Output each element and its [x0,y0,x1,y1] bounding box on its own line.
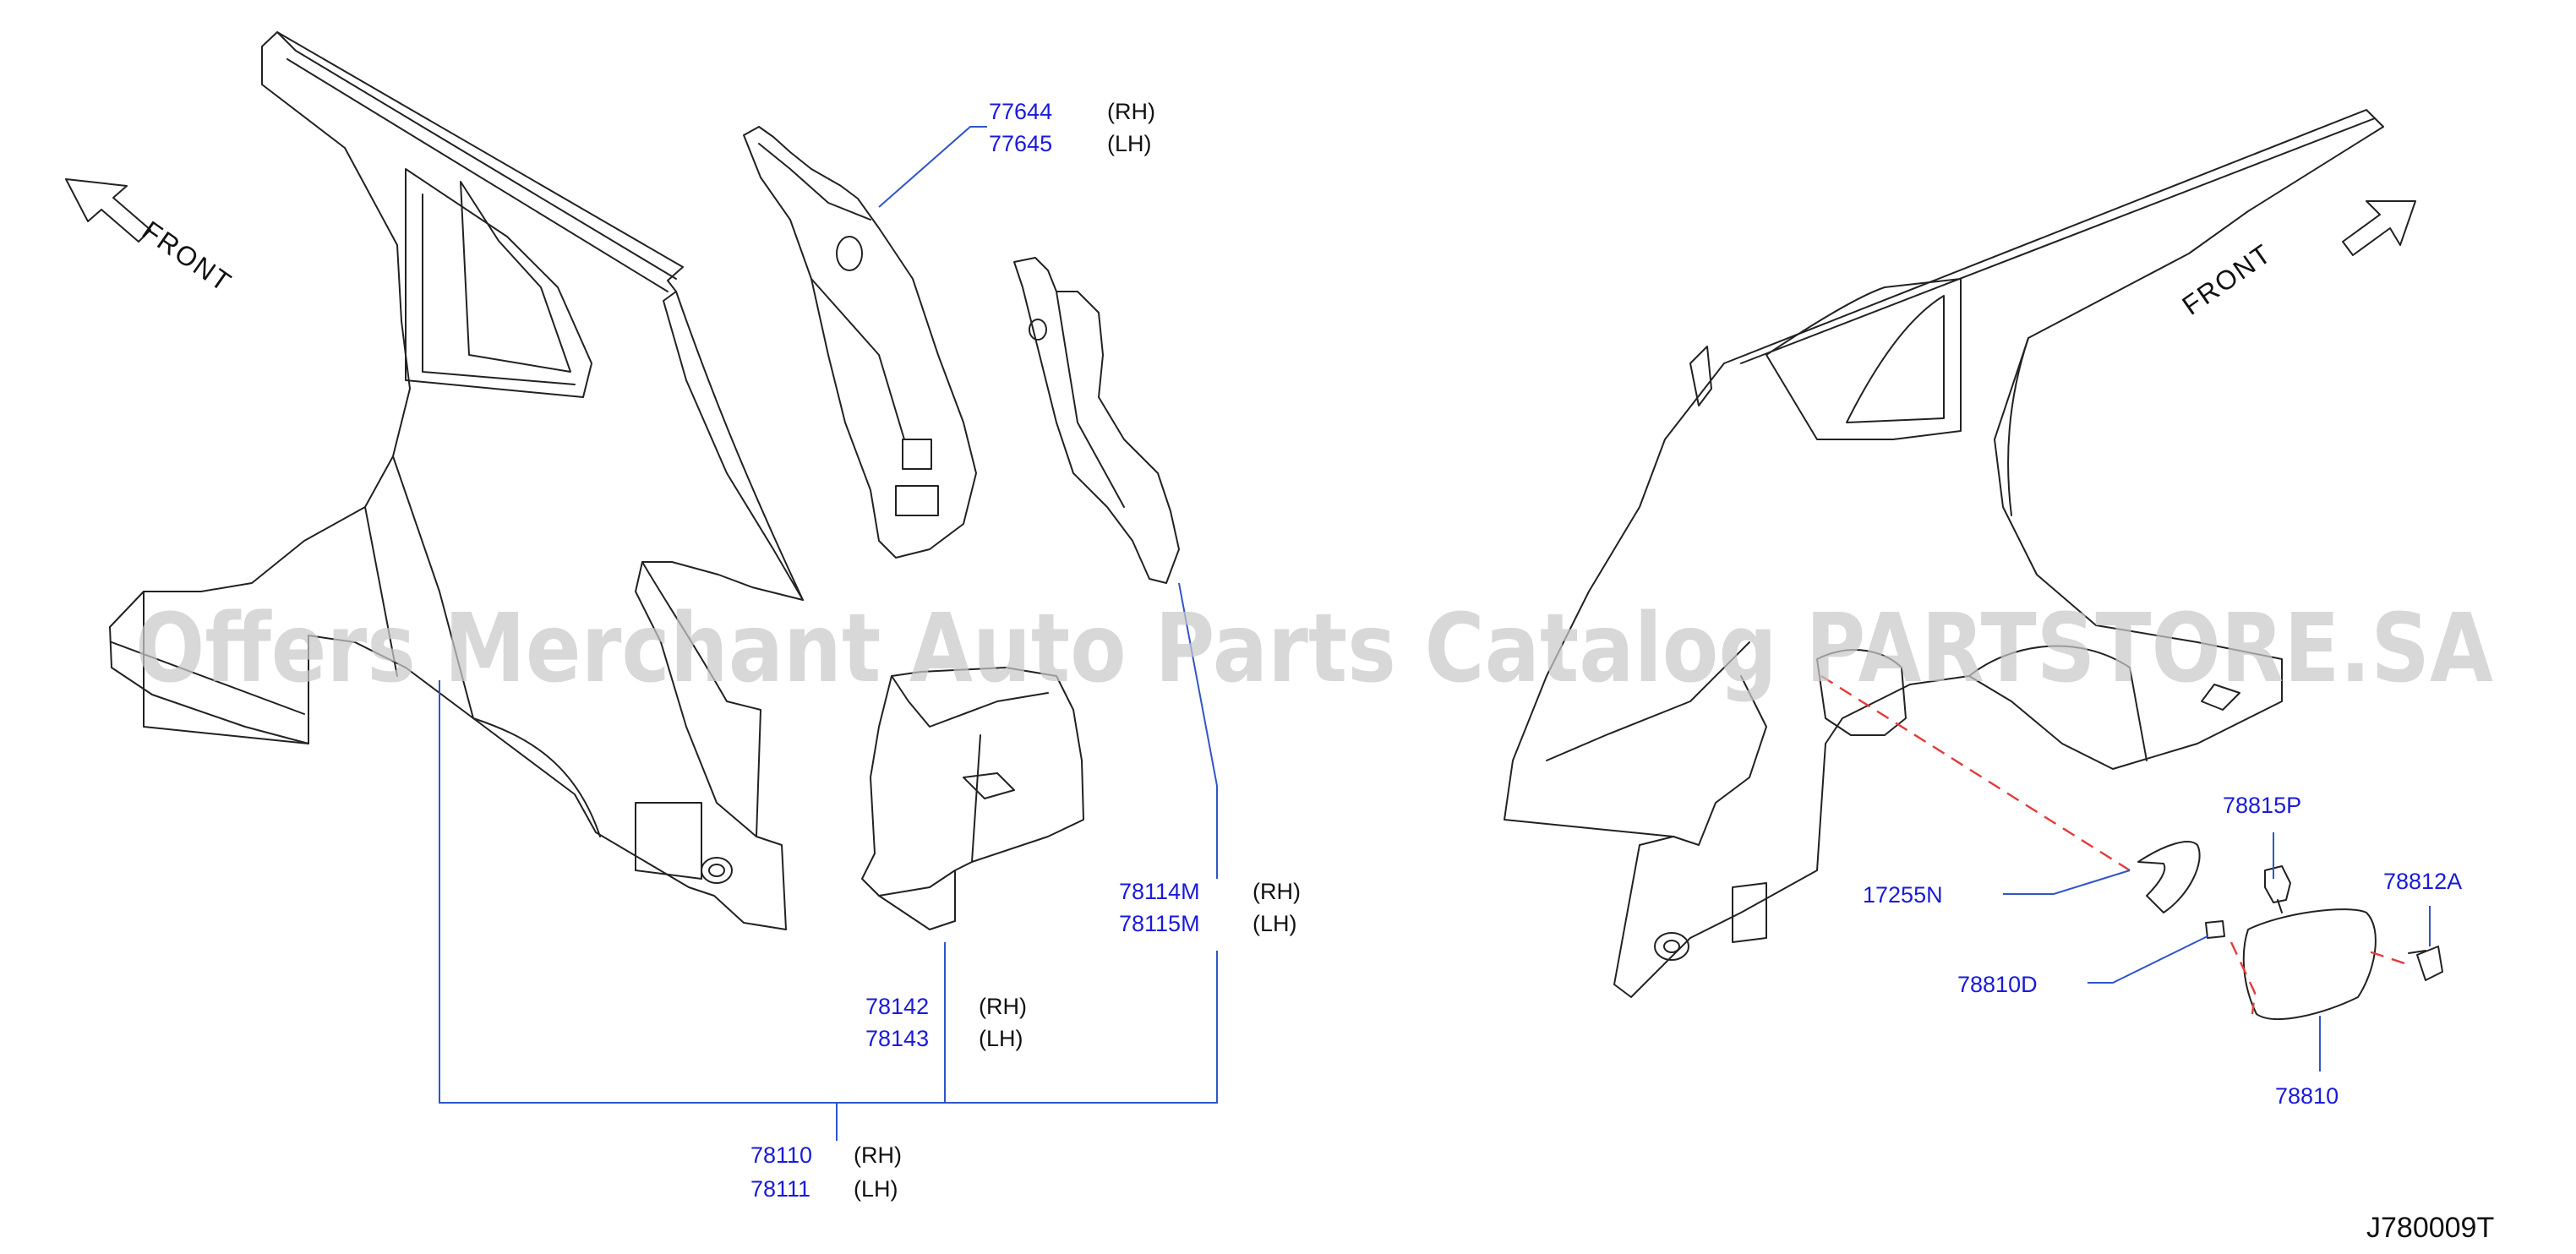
part-code-78115M[interactable]: 78115M [1119,911,1200,936]
side-label-78110: (RH) [854,1142,902,1168]
quarter-panel-right-view [1504,109,2384,998]
part-code-17255N[interactable]: 17255N [1863,882,1943,908]
leader-lines-left [439,126,1218,1141]
side-label-78143: (LH) [979,1026,1023,1051]
front-arrow-left-icon [65,178,151,243]
part-code-78142[interactable]: 78142 [865,994,929,1019]
part-code-78114M[interactable]: 78114M [1119,879,1200,904]
side-label-78115M: (LH) [1253,911,1297,936]
part-code-78810[interactable]: 78810 [2275,1083,2339,1109]
quarter-panel-outer-left [109,31,804,930]
part-code-78111[interactable]: 78111 [750,1176,810,1202]
part-code-78812A[interactable]: 78812A [2383,869,2462,894]
filler-lid-screw [2408,946,2443,981]
lock-pillar-reinforcement [1013,257,1180,584]
side-label-78142: (RH) [979,994,1027,1019]
inner-pillar-panel [743,126,977,559]
part-code-78810D[interactable]: 78810D [1957,972,2038,997]
filler-lid-bushing [2205,920,2225,939]
fuel-filler-base [2137,841,2201,913]
part-code-77645[interactable]: 77645 [989,131,1052,156]
assembly-dash-lines [1820,674,2405,1015]
side-label-78114M: (RH) [1253,879,1301,904]
side-label-77645: (LH) [1107,131,1152,156]
part-code-78815P[interactable]: 78815P [2223,793,2301,818]
side-label-78111: (LH) [854,1176,898,1202]
diagram-reference-id: J780009T [2366,1212,2494,1244]
part-code-78110[interactable]: 78110 [750,1142,812,1168]
front-label-right: FRONT [2176,237,2277,320]
front-arrow-right-icon [2342,200,2416,256]
leader-lines-right [2003,832,2431,1071]
part-code-77644[interactable]: 77644 [989,99,1052,124]
side-label-77644: (RH) [1107,99,1155,124]
watermark-text: Offers Merchant Auto Parts Catalog PARTS… [135,594,2493,704]
wheelhouse-inner-extension [861,667,1084,930]
filler-lid-spring [2264,865,2291,913]
front-label-left: FRONT [137,215,237,297]
part-code-78143[interactable]: 78143 [865,1026,929,1051]
fuel-filler-lid [2242,908,2377,1021]
